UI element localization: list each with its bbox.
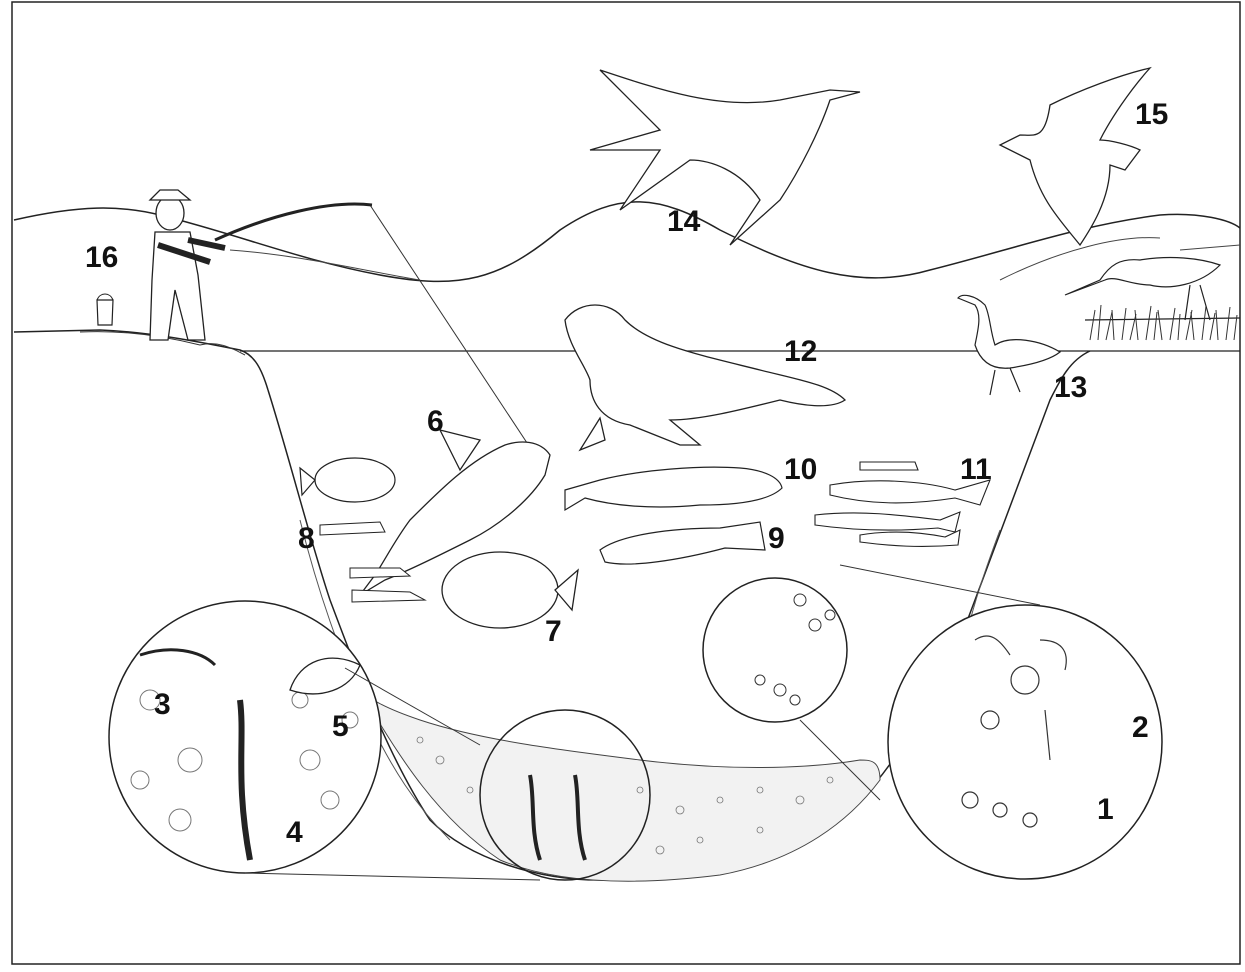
label-3: 3 <box>154 690 171 720</box>
label-11: 11 <box>960 455 992 485</box>
plankton-inset-large <box>888 605 1162 879</box>
label-4: 4 <box>286 818 303 848</box>
label-8: 8 <box>298 524 315 554</box>
label-9: 9 <box>768 524 785 554</box>
label-10: 10 <box>784 455 817 485</box>
label-7: 7 <box>545 617 562 647</box>
label-16: 16 <box>85 243 118 273</box>
phytoplankton-inset <box>703 578 847 722</box>
label-1: 1 <box>1097 795 1114 825</box>
bucket-icon <box>97 300 113 325</box>
label-14: 14 <box>667 207 700 237</box>
label-12: 12 <box>784 337 817 367</box>
label-6: 6 <box>427 407 444 437</box>
label-2: 2 <box>1132 713 1149 743</box>
label-15: 15 <box>1135 100 1168 130</box>
label-5: 5 <box>332 712 349 742</box>
label-13: 13 <box>1054 373 1087 403</box>
